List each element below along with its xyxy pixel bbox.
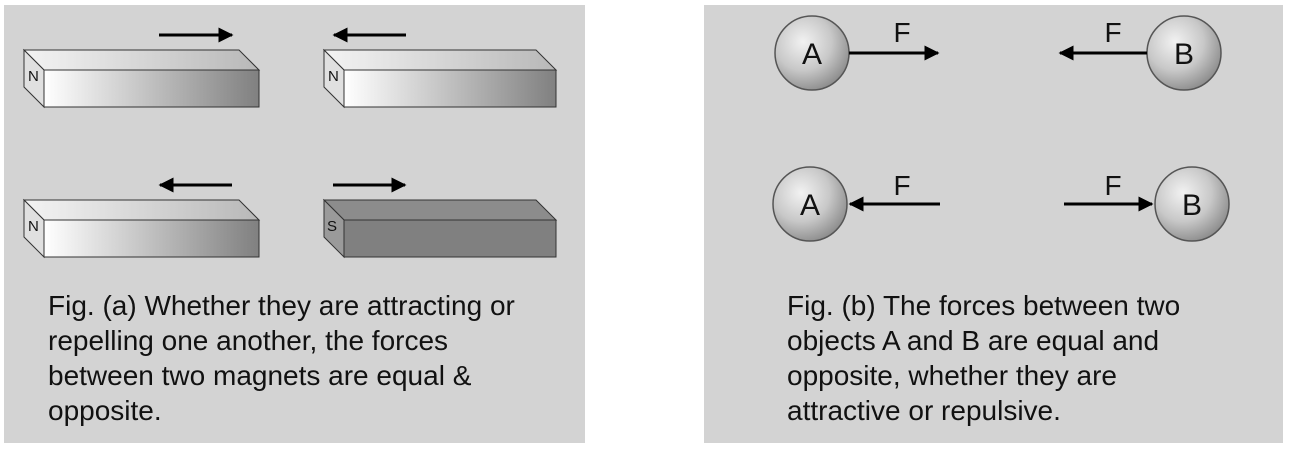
- force-label-a-2: F: [893, 170, 910, 201]
- magnet-1: N: [22, 27, 261, 109]
- row-1-repulsive: A F B F: [774, 15, 1222, 91]
- sphere-a-1-label: A: [802, 38, 822, 71]
- magnet-2: N: [322, 27, 558, 109]
- force-label-a-1: F: [893, 17, 910, 48]
- force-label-b-2: F: [1104, 170, 1121, 201]
- caption-b-line-4: attractive or repulsive.: [787, 395, 1061, 426]
- magnet-2-pole-label: N: [328, 68, 339, 85]
- magnets-figure: N N N S: [22, 27, 558, 259]
- sphere-a-2-label: A: [800, 189, 820, 222]
- sphere-a-2: [772, 166, 848, 242]
- magnet-1-pole-label: N: [28, 68, 39, 85]
- magnet-4-pole-label: S: [327, 218, 337, 235]
- panel-b-forces: A F B F A F B F Fig. (b) The forces betw…: [704, 5, 1283, 443]
- caption-a-line-2: repelling one another, the forces: [48, 325, 449, 356]
- magnet-3-pole-label: N: [28, 218, 39, 235]
- caption-b: Fig. (b) The forces between two objects …: [787, 288, 1267, 428]
- caption-a-line-3: between two magnets are equal &: [48, 360, 472, 391]
- force-label-b-1: F: [1104, 17, 1121, 48]
- caption-b-line-1: Fig. (b) The forces between two: [787, 290, 1181, 321]
- caption-b-line-2: objects A and B are equal and: [787, 325, 1160, 356]
- caption-b-line-3: opposite, whether they are: [787, 360, 1117, 391]
- forces-figure: A F B F A F B F: [772, 15, 1230, 242]
- sphere-b-1-label: B: [1174, 38, 1194, 71]
- row-2-attractive: A F B F: [772, 166, 1230, 242]
- caption-a-line-4: opposite.: [48, 395, 162, 426]
- sphere-b-2: [1154, 166, 1230, 242]
- sphere-b-2-label: B: [1182, 189, 1202, 222]
- magnet-3: N: [22, 177, 261, 259]
- caption-a: Fig. (a) Whether they are attracting or …: [48, 288, 588, 428]
- magnet-4: S: [322, 177, 558, 259]
- caption-a-line-1: Fig. (a) Whether they are attracting or: [48, 290, 515, 321]
- panel-a-magnets: N N N S Fig. (a) Whether th: [4, 5, 585, 443]
